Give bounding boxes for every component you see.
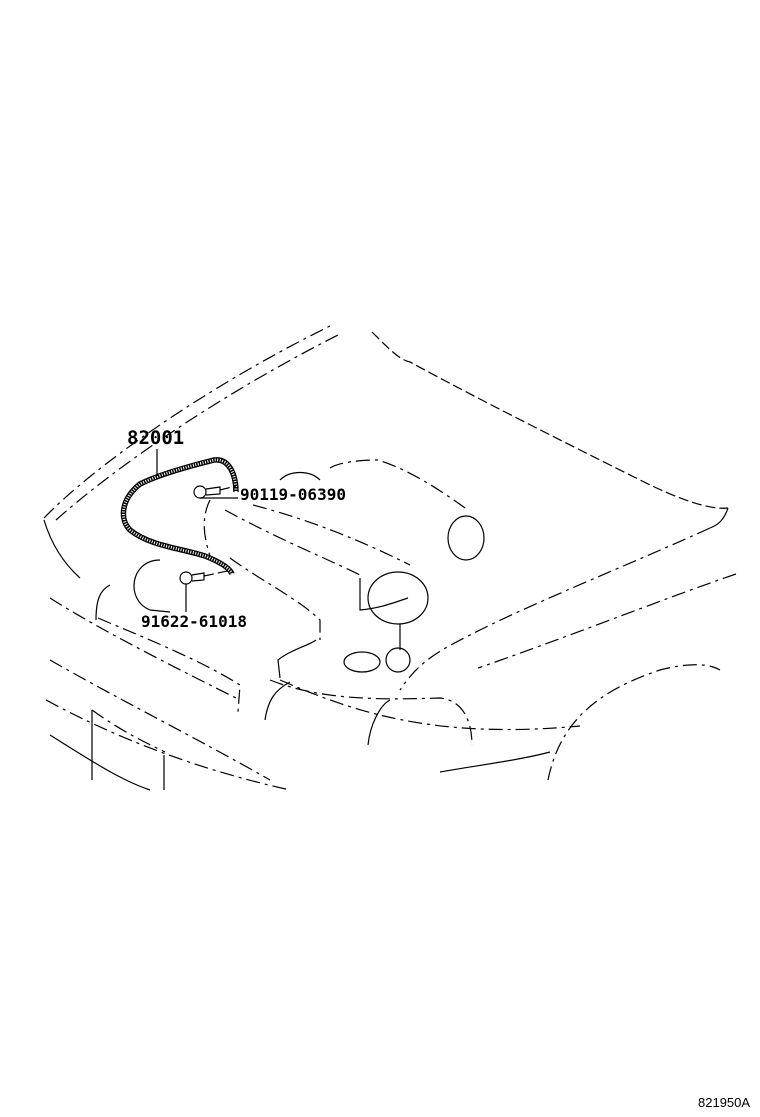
hood-edge-outer [43, 325, 331, 519]
engine-lower-contour [229, 557, 321, 640]
bumper-line [49, 734, 151, 791]
illustration-id: 821950A [698, 1095, 751, 1110]
headlight-divider [367, 699, 391, 746]
engine-fitting [343, 651, 381, 673]
grille-line-1 [49, 597, 241, 701]
grille-panel [97, 617, 241, 713]
engine-front-face [359, 578, 409, 611]
engine-cylinder-right [367, 571, 429, 625]
hood-front-edge [399, 527, 711, 691]
harness-82001-path [120, 457, 239, 576]
bolt-head-91622 [179, 571, 193, 585]
grille-bracket [95, 584, 111, 621]
engine-cylinder-top [447, 515, 485, 561]
engine-arc-top [279, 471, 321, 481]
lower-panel-line [439, 751, 551, 773]
front-left-contour [43, 519, 81, 579]
grille-line-3 [45, 699, 291, 791]
hood-edge-inner [55, 334, 339, 521]
engine-top-mid [252, 504, 411, 566]
engine-fitting-2 [385, 647, 411, 673]
part-label-90119-06390[interactable]: 90119-06390 [240, 485, 346, 504]
plate-top [91, 709, 166, 753]
bolt-head-90119 [193, 485, 207, 499]
reservoir-outline [133, 559, 161, 611]
reservoir-bottom [149, 609, 171, 613]
wheel-arch [547, 664, 721, 781]
headlight-bottom [279, 679, 581, 731]
headlight-top [269, 679, 473, 746]
grille-line-2 [49, 659, 271, 781]
part-label-91622-61018[interactable]: 91622-61018 [141, 612, 247, 631]
engine-left [203, 499, 211, 557]
fender-line [477, 573, 737, 669]
engine-cover-top [329, 459, 469, 511]
engine-base [277, 639, 317, 679]
bolt-shank-90119 [205, 486, 221, 496]
bolt-axis-90119 [219, 485, 237, 491]
bolt-axis-91622 [203, 569, 233, 577]
part-label-82001[interactable]: 82001 [127, 427, 185, 449]
engine-top-front [224, 509, 361, 576]
hood-crease [371, 331, 729, 509]
bolt-shank-91622 [191, 572, 205, 582]
harness-82001-fill [121, 458, 238, 575]
headlight-left [264, 681, 291, 721]
hood-corner [709, 507, 729, 529]
